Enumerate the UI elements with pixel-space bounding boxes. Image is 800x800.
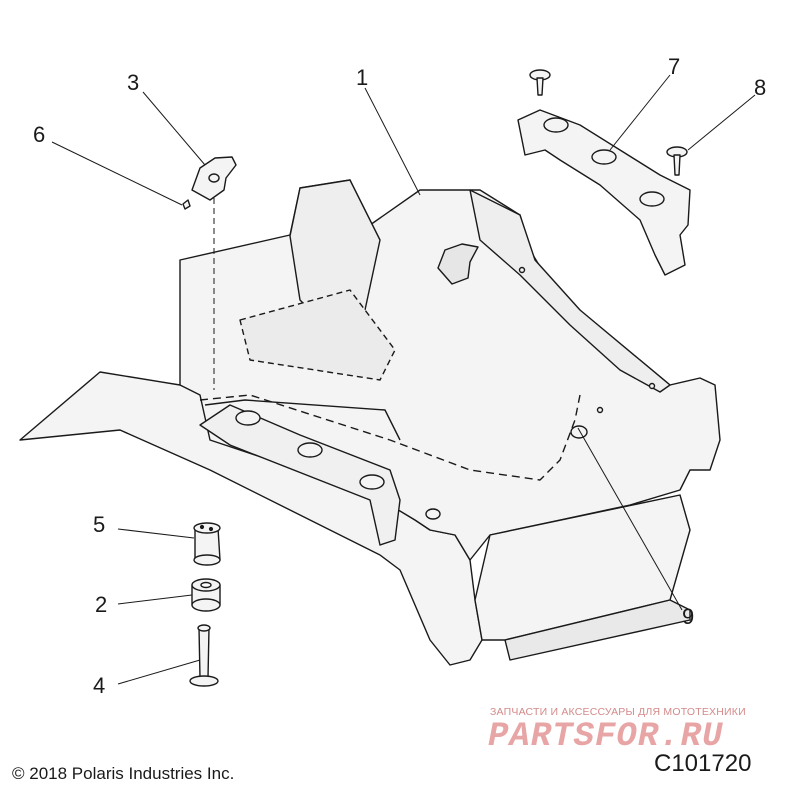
callout-2: 2	[95, 592, 107, 617]
screw	[529, 69, 688, 176]
grommet	[193, 522, 221, 566]
leader-lines	[51, 74, 756, 685]
spacer	[191, 578, 221, 612]
watermark-logo: PARTSFOR.RU	[488, 718, 724, 756]
copyright-notice: © 2018 Polaris Industries Inc.	[12, 764, 235, 783]
rear-rack-fender	[19, 179, 721, 666]
callout-6: 6	[33, 122, 45, 147]
callout-1: 1	[356, 65, 368, 90]
push-pin	[189, 624, 219, 687]
watermark-tagline: ЗАПЧАСТИ И АКСЕССУАРЫ ДЛЯ МОТОТЕХНИКИ	[490, 706, 746, 718]
callout-7: 7	[668, 54, 680, 79]
callout-9: 9	[682, 604, 694, 629]
callout-8: 8	[754, 75, 766, 100]
pin	[182, 199, 191, 210]
callout-4: 4	[93, 673, 105, 698]
callout-3: 3	[127, 70, 139, 95]
rack-mounting-bracket	[517, 109, 691, 276]
diagram-code: C101720	[654, 750, 752, 777]
callout-5: 5	[93, 512, 105, 537]
retaining-clip	[191, 156, 237, 201]
